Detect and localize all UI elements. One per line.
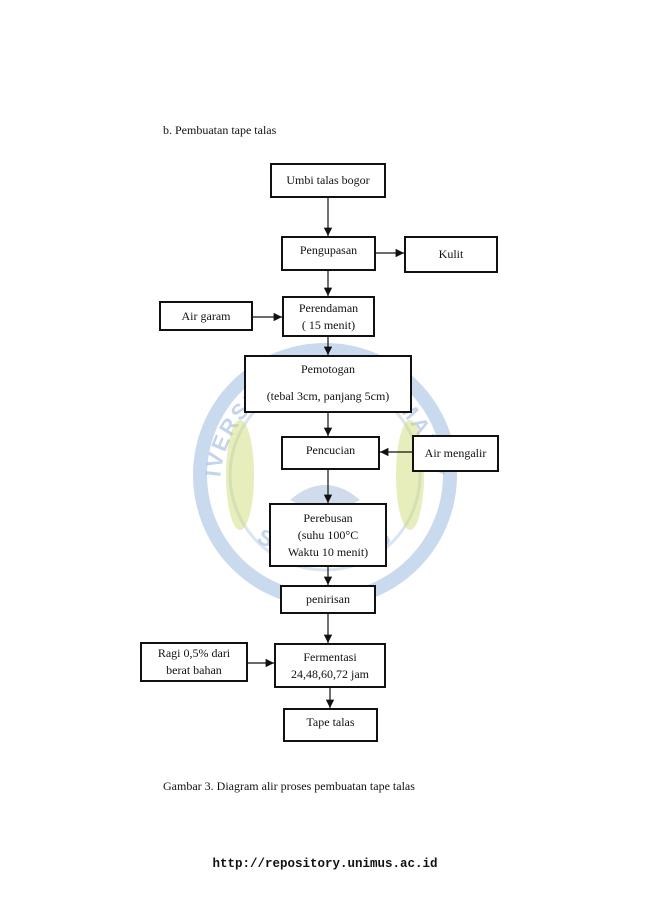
step-umbi-talas-bogor: Umbi talas bogor [270,163,386,198]
step-detail-waktu: Waktu 10 menit) [287,544,369,559]
figure-caption: Gambar 3. Diagram alir proses pembuatan … [163,779,415,793]
step-label: Fermentasi [303,649,357,664]
step-label: Ragi 0,5% dari [157,646,231,660]
step-detail: ( 15 menit) [301,317,356,332]
step-tape-talas: Tape talas [283,708,378,742]
step-label: Pencucian [305,443,356,457]
section-heading: b. Pembuatan tape talas [163,123,277,137]
input-air-mengalir: Air mengalir [412,435,499,472]
step-perebusan: Perebusan (suhu 100°C Waktu 10 menit) [269,503,387,567]
step-label: Air garam [181,308,231,323]
step-label: Kulit [438,247,464,261]
step-label: Perebusan [303,510,353,525]
step-perendaman: Perendaman ( 15 menit) [282,296,375,337]
step-kulit: Kulit [404,236,498,273]
step-label: Umbi talas bogor [286,173,370,187]
step-pemotogan: Pemotogan (tebal 3cm, panjang 5cm) [244,355,412,413]
step-detail: (tebal 3cm, panjang 5cm) [266,389,390,403]
input-ragi: Ragi 0,5% dari berat bahan [140,642,248,682]
step-pengupasan: Pengupasan [281,236,376,271]
step-label: Pemotogan [301,362,355,376]
step-pencucian: Pencucian [281,436,380,470]
step-label: Perendaman [298,300,359,315]
step-label: Pengupasan [299,243,358,257]
step-fermentasi: Fermentasi 24,48,60,72 jam [274,643,386,688]
step-detail: 24,48,60,72 jam [291,666,369,681]
input-air-garam: Air garam [159,301,253,331]
step-label: Tape talas [306,715,355,729]
step-label: Air mengalir [424,446,487,460]
step-detail: berat bahan [166,663,222,677]
step-detail-suhu: (suhu 100°C [297,527,359,542]
step-label: penirisan [306,592,350,606]
repository-url: http://repository.unimus.ac.id [212,857,438,871]
step-penirisan: penirisan [280,585,376,614]
